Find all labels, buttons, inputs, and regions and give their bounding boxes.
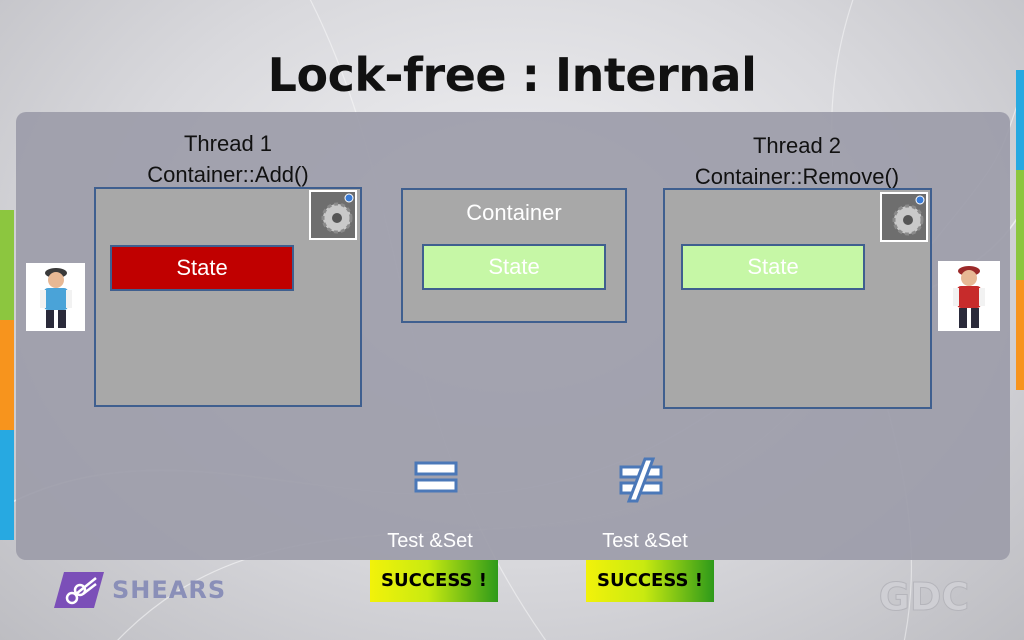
left-success-badge: SUCCESS !	[370, 560, 498, 602]
thread1-call: Container::Add()	[147, 162, 309, 187]
worker-red-icon	[938, 261, 1000, 331]
thread1-header: Thread 1 Container::Add()	[110, 128, 346, 190]
equals-icon	[414, 461, 458, 493]
right-stripe-orange	[1016, 280, 1024, 390]
shears-logo-text: SHEARS	[112, 576, 227, 604]
container-state: State	[422, 244, 606, 290]
not-equal-icon	[619, 457, 663, 503]
right-success-badge: SUCCESS !	[586, 560, 714, 602]
gdc-logo-icon: GDC	[878, 575, 970, 619]
left-test-label: Test &Set	[387, 530, 473, 552]
container-title: Container	[466, 200, 562, 225]
thread1-gear-icon	[309, 190, 357, 240]
right-stripe-blue	[1016, 70, 1024, 170]
right-stripe-green	[1016, 170, 1024, 280]
shears-logo-icon	[54, 572, 104, 608]
container-box: Container State	[401, 188, 627, 323]
left-stripe-green	[0, 210, 14, 320]
gdc-logo-text: GDC	[879, 575, 970, 618]
thread2-call: Container::Remove()	[694, 164, 900, 189]
thread2-header: Thread 2 Container::Remove()	[668, 130, 926, 192]
thread2-gear-icon	[880, 192, 928, 242]
left-stripe-blue	[0, 430, 14, 540]
thread2-name: Thread 2	[752, 133, 842, 158]
slide-title: Lock-free : Internal	[267, 48, 757, 102]
thread2-state: State	[681, 244, 865, 290]
left-stripe-orange	[0, 320, 14, 430]
worker-blue-icon	[26, 263, 85, 331]
thread1-state: State	[110, 245, 294, 291]
thread1-box: State	[94, 187, 362, 407]
right-test-label: Test &Set	[602, 530, 688, 552]
thread1-name: Thread 1	[183, 131, 273, 156]
